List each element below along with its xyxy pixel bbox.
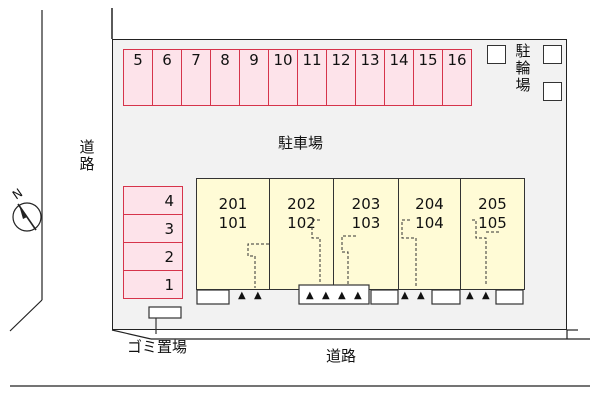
entrance-mark: ▲ <box>401 290 409 301</box>
unit-number-upper: 201 <box>218 195 248 213</box>
parking-slot: 12 <box>326 49 356 106</box>
entrance-mark: ▲ <box>354 290 362 301</box>
bike-parking-label: 駐 輪 場 <box>514 43 532 94</box>
bike-label-char: 場 <box>515 76 531 94</box>
parking-slot: 3 <box>123 214 183 243</box>
road-label-char: 道 <box>79 138 95 156</box>
parking-slot: 6 <box>152 49 182 106</box>
bike-box-left <box>487 45 506 64</box>
entrance-mark: ▲ <box>322 290 330 301</box>
unit-number-upper: 202 <box>287 195 316 213</box>
entrance-mark: ▲ <box>482 290 490 301</box>
entrance-mark: ▲ <box>338 290 346 301</box>
unit-number-upper: 205 <box>478 195 507 213</box>
unit-number-upper: 204 <box>415 195 444 213</box>
unit-number-upper: 203 <box>351 195 381 213</box>
bike-box-right-bottom <box>543 82 562 101</box>
entrance-mark: ▲ <box>417 290 425 301</box>
parking-slot: 9 <box>239 49 269 106</box>
parking-slot: 4 <box>123 186 183 215</box>
garbage-area-label: ゴミ置場 <box>127 338 188 356</box>
bike-label-char: 駐 <box>515 42 531 60</box>
unit-number-lower: 102 <box>287 214 316 232</box>
parking-slot: 5 <box>123 49 153 106</box>
parking-slot: 16 <box>442 49 472 106</box>
parking-slot: 15 <box>413 49 443 106</box>
unit-number-lower: 105 <box>478 214 507 232</box>
entrance-mark: ▲ <box>306 290 314 301</box>
road-label-char: 路 <box>79 155 95 173</box>
road-label-left: 道 路 <box>78 139 96 173</box>
parking-slot: 7 <box>181 49 211 106</box>
road-label-bottom: 道路 <box>326 347 357 365</box>
parking-slot: 10 <box>268 49 298 106</box>
bike-box-right-top <box>543 45 562 64</box>
bike-label-char: 輪 <box>515 59 531 77</box>
entrance-mark: ▲ <box>254 290 262 301</box>
parking-slot: 13 <box>355 49 385 106</box>
parking-label: 駐車場 <box>278 134 324 152</box>
parking-slot: 11 <box>297 49 327 106</box>
entrance-mark: ▲ <box>238 290 246 301</box>
parking-slot: 1 <box>123 270 183 299</box>
unit-number-lower: 104 <box>415 214 444 232</box>
parking-slot: 8 <box>210 49 240 106</box>
unit-number-lower: 103 <box>351 214 381 232</box>
unit-number-lower: 101 <box>218 214 248 232</box>
entrance-mark: ▲ <box>466 290 474 301</box>
